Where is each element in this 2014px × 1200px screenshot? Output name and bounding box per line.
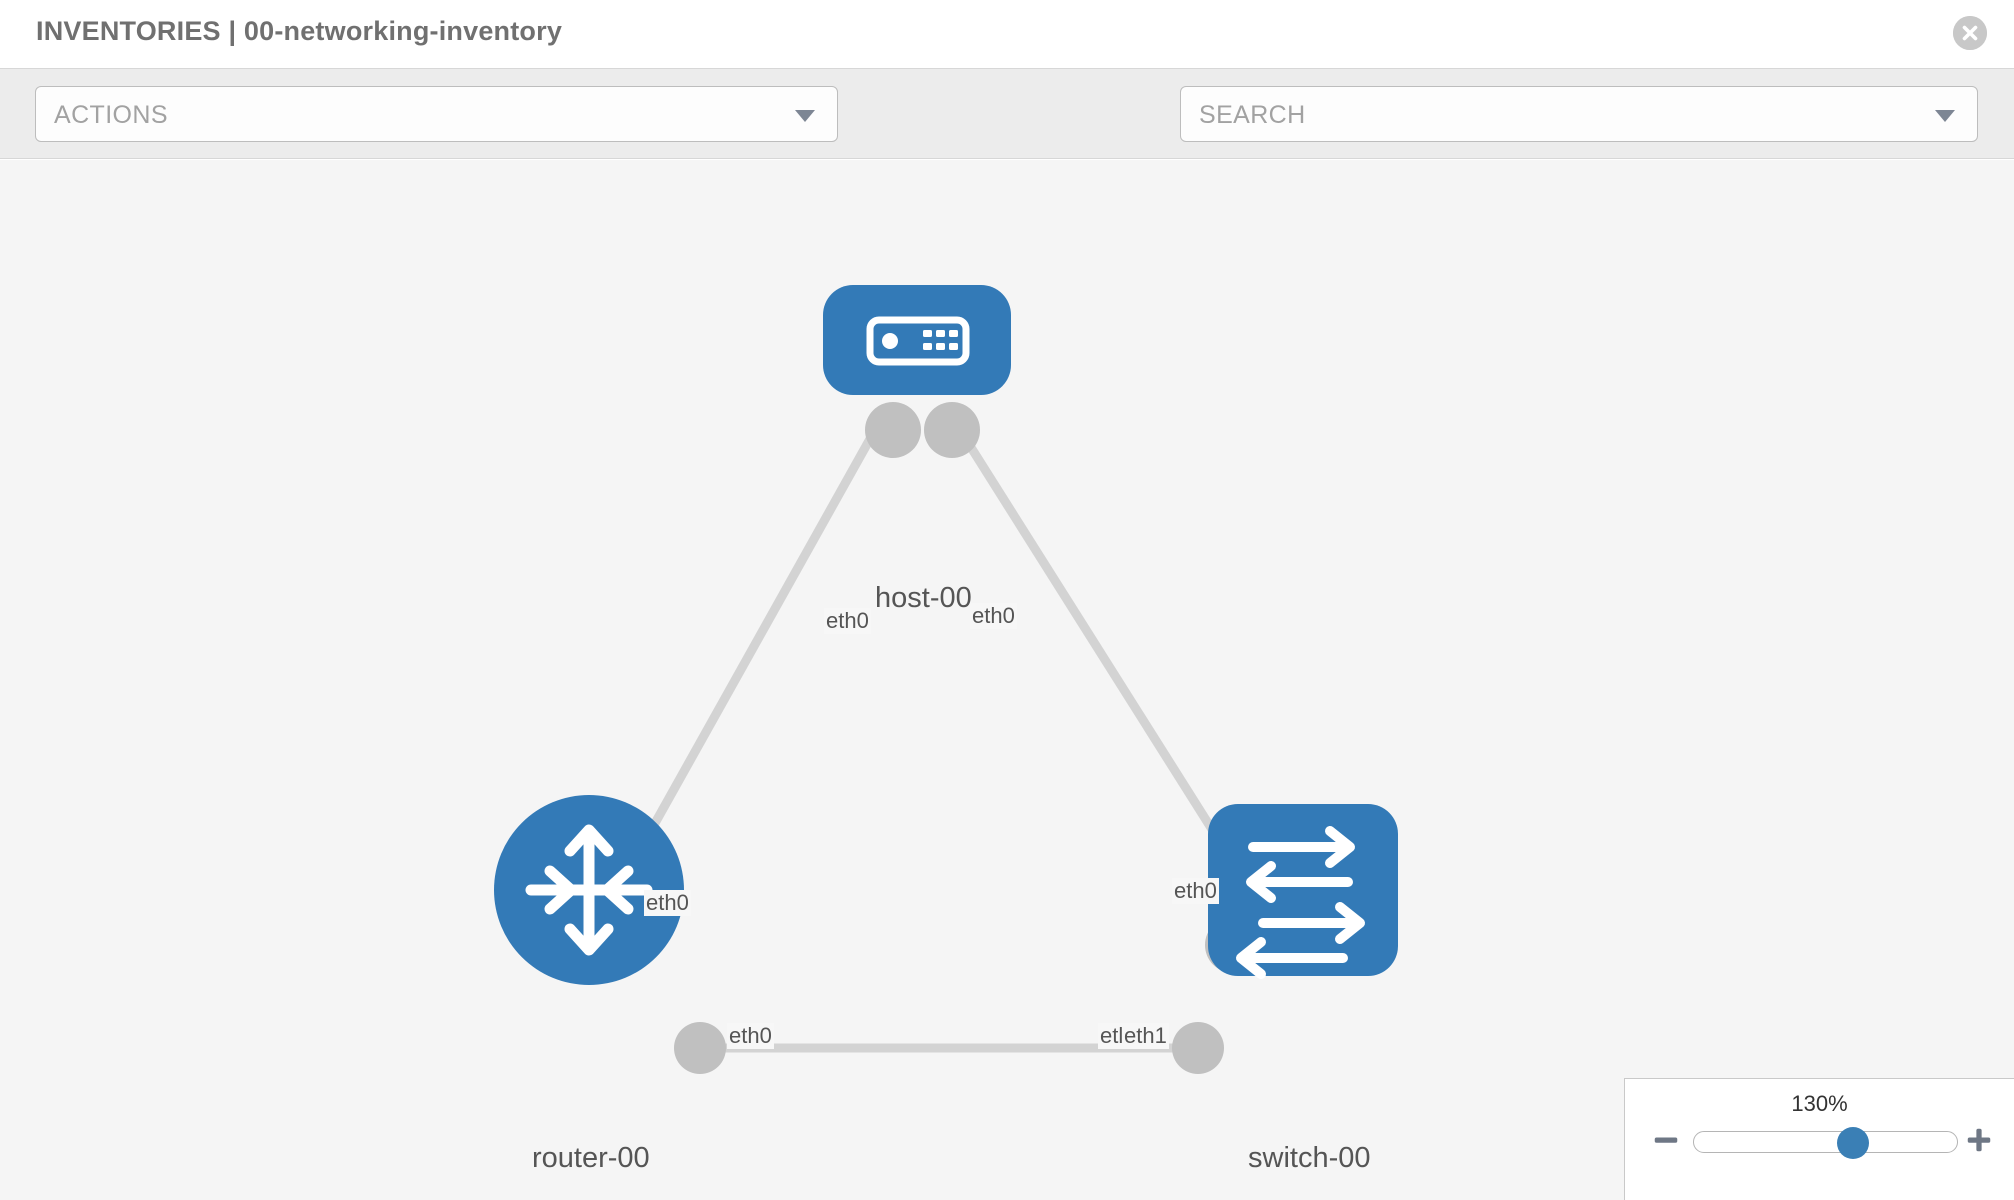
plus-icon[interactable] [1964, 1125, 1994, 1155]
router-icon [525, 824, 653, 956]
toolbar: ACTIONS SEARCH [0, 69, 2014, 201]
iface-label: eth0 [644, 890, 691, 916]
page-title: INVENTORIES | 00-networking-inventory [36, 16, 563, 46]
iface-label: eth1 [1122, 1023, 1169, 1049]
iface-label: eth0 [970, 603, 1017, 629]
node-label-switch-00: switch-00 [1246, 1142, 1373, 1175]
actions-dropdown-label: ACTIONS [54, 101, 168, 129]
topology-links [636, 427, 1229, 1053]
iface-label: eth0 [727, 1023, 774, 1049]
actions-dropdown[interactable]: ACTIONS [35, 86, 838, 142]
zoom-slider[interactable] [1693, 1127, 1958, 1159]
iface-label: etl [1098, 1023, 1126, 1049]
node-host-00 [823, 285, 1011, 395]
switch-icon [1236, 826, 1365, 979]
chevron-down-icon [795, 110, 815, 122]
zoom-slider-thumb[interactable] [1837, 1127, 1869, 1159]
node-label-router-00: router-00 [530, 1142, 652, 1175]
server-icon [866, 316, 970, 366]
close-icon[interactable] [1953, 16, 1987, 50]
topology-graph [494, 285, 1398, 1074]
node-router-00 [494, 795, 684, 985]
iface-label: eth0 [824, 608, 871, 634]
link-host-router [636, 427, 879, 853]
connector-router-east [674, 1022, 726, 1074]
minus-icon[interactable] [1651, 1125, 1681, 1155]
connector-switch-west [1172, 1022, 1224, 1074]
connector-host-right [924, 402, 980, 458]
page-header: INVENTORIES | 00-networking-inventory [0, 0, 2014, 69]
node-switch-00 [1208, 804, 1398, 979]
zoom-level-value: 130% [1791, 1091, 1848, 1116]
search-input[interactable]: SEARCH [1180, 86, 1978, 142]
topology-connectors [674, 402, 1261, 1074]
connector-host-left [865, 402, 921, 458]
node-label-host-00: host-00 [873, 582, 974, 615]
search-placeholder: SEARCH [1199, 101, 1306, 129]
chevron-down-icon[interactable] [1935, 110, 1955, 122]
iface-label: eth0 [1172, 878, 1219, 904]
zoom-control-panel: 130% [1624, 1078, 2014, 1200]
topology-canvas[interactable]: host-00 router-00 switch-00 eth0 eth0 et… [0, 160, 2014, 1200]
link-host-switch [956, 427, 1229, 853]
